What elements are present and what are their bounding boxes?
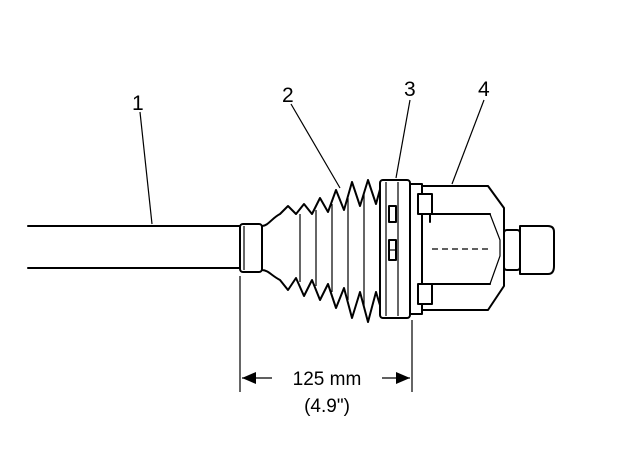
small-boot-clamp <box>239 223 263 273</box>
stub-shaft <box>503 225 555 275</box>
callout-2: 2 <box>282 84 294 107</box>
large-boot-clamp <box>379 179 411 319</box>
cv-joint-housing <box>409 183 505 315</box>
dimension-line <box>239 276 413 392</box>
callout-4: 4 <box>478 78 490 101</box>
cv-boot <box>261 179 383 323</box>
dimension-arrow-left-icon <box>242 372 256 384</box>
axle-shaft <box>27 225 245 269</box>
callout-leaders <box>139 99 485 225</box>
dimension-imperial: (4.9") <box>304 396 350 417</box>
callout-3: 3 <box>404 78 416 101</box>
dimension-arrow-right-icon <box>396 372 410 384</box>
callout-1: 1 <box>132 92 144 115</box>
dimension-metric: 125 mm <box>293 369 362 390</box>
